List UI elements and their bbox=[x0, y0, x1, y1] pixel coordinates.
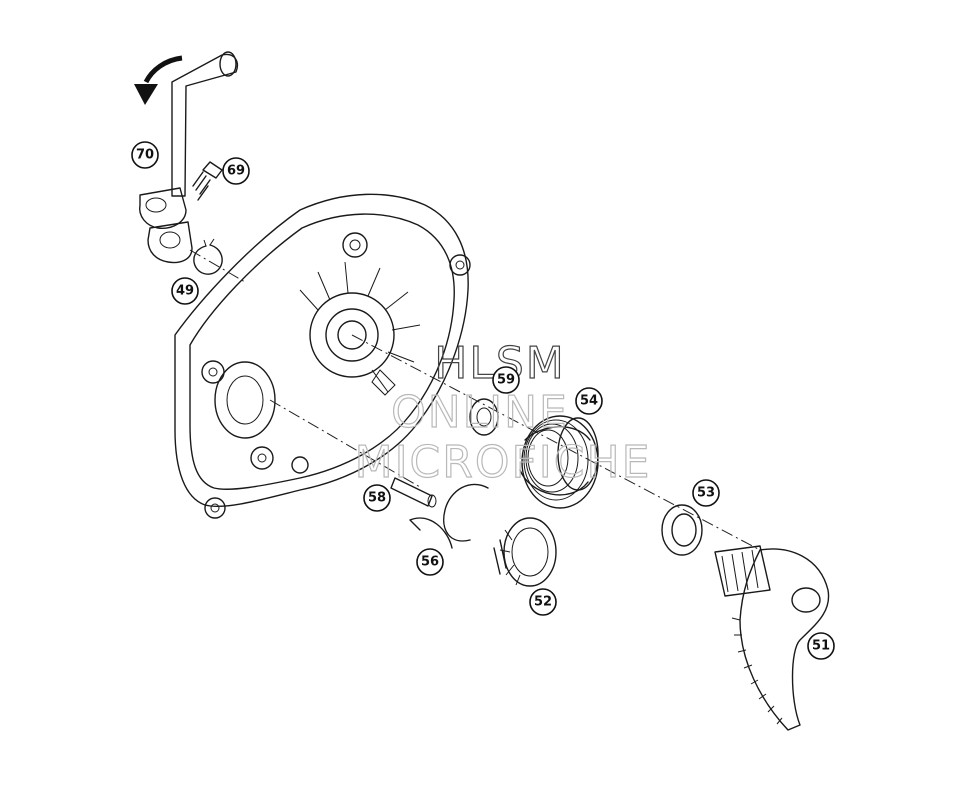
watermark: HLSM ONLINE MICROFICHE bbox=[354, 337, 652, 488]
circlip bbox=[193, 238, 223, 275]
callout-53: 53 bbox=[692, 479, 720, 507]
kick-shaft-sector bbox=[714, 545, 830, 731]
kick-pedal bbox=[139, 51, 239, 264]
watermark-line-2: ONLINE bbox=[391, 387, 569, 438]
kick-spring bbox=[519, 415, 599, 509]
svg-text:52: 52 bbox=[534, 595, 552, 610]
callout-52: 52 bbox=[529, 588, 557, 616]
pedal-bolt bbox=[192, 161, 223, 201]
callout-56: 56 bbox=[416, 548, 444, 576]
callout-59: 59 bbox=[492, 366, 520, 394]
svg-text:51: 51 bbox=[812, 639, 830, 654]
svg-text:56: 56 bbox=[421, 555, 439, 570]
oil-seal bbox=[661, 504, 703, 556]
pin bbox=[390, 477, 437, 508]
ratchet-gear bbox=[493, 517, 557, 587]
assembly-axis-lines bbox=[189, 249, 761, 551]
spring-clip bbox=[409, 483, 489, 549]
svg-text:53: 53 bbox=[697, 486, 715, 501]
callout-70: 70 bbox=[131, 141, 159, 169]
svg-text:49: 49 bbox=[176, 284, 194, 299]
callout-51: 51 bbox=[807, 632, 835, 660]
callout-49: 49 bbox=[171, 277, 199, 305]
rotation-arrow-icon bbox=[134, 55, 183, 105]
watermark-line-3: MICROFICHE bbox=[355, 437, 652, 488]
svg-text:70: 70 bbox=[136, 148, 154, 163]
callout-69: 69 bbox=[222, 157, 250, 185]
washer bbox=[469, 398, 499, 436]
svg-text:59: 59 bbox=[497, 373, 515, 388]
svg-text:54: 54 bbox=[580, 394, 598, 409]
crankcase-cover bbox=[174, 193, 471, 519]
callout-54: 54 bbox=[575, 387, 603, 415]
svg-text:58: 58 bbox=[368, 491, 386, 506]
callout-58: 58 bbox=[363, 484, 391, 512]
svg-text:69: 69 bbox=[227, 164, 245, 179]
